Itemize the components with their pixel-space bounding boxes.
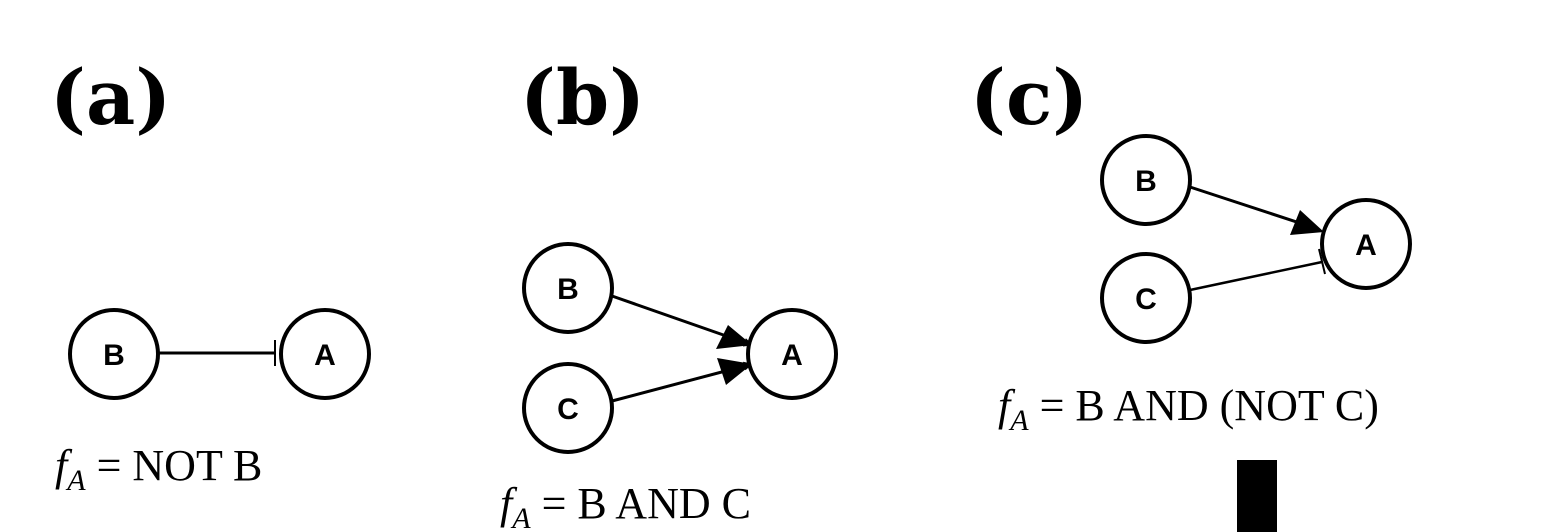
panel-c-diagram: B C A xyxy=(1100,134,1412,344)
panel-a-diagram: B A xyxy=(68,308,371,400)
node-c-a xyxy=(1320,198,1412,290)
node-b-a xyxy=(746,308,838,400)
panel-a-label: (a) xyxy=(50,53,172,142)
panel-b-diagram: B C A xyxy=(522,242,838,454)
formula-c-rhs: B AND (NOT C) xyxy=(1075,381,1379,430)
formula-a: fA = NOT B xyxy=(55,441,262,497)
formula-b: fA = B AND C xyxy=(500,479,751,532)
formula-a-sub: A xyxy=(65,464,86,497)
formula-c: fA = B AND (NOT C) xyxy=(998,381,1379,437)
edge-c-c-to-a-inhibition xyxy=(1189,260,1323,292)
node-c-a-label: A xyxy=(1355,229,1377,262)
node-c-b xyxy=(1100,134,1192,226)
formula-b-sub: A xyxy=(510,502,531,532)
edge-b-c-arrowhead xyxy=(717,358,752,385)
edge-c-inhibition-bar xyxy=(1318,248,1326,275)
panel-b-label: (b) xyxy=(520,53,646,142)
formula-b-rhs: B AND C xyxy=(577,479,751,528)
edge-c-b-arrowhead xyxy=(1290,210,1324,235)
node-c-c-label: C xyxy=(1135,283,1157,316)
node-b-a-label: A xyxy=(781,339,803,372)
formula-c-eq: = xyxy=(1029,381,1076,430)
node-a-b xyxy=(68,308,160,400)
node-b-b xyxy=(522,242,614,334)
node-b-c xyxy=(522,362,614,454)
node-a-a-label: A xyxy=(314,339,336,372)
node-c-b-label: B xyxy=(1135,165,1157,198)
formula-b-eq: = xyxy=(531,479,578,528)
node-b-c-label: C xyxy=(557,393,579,426)
node-c-c xyxy=(1100,252,1192,344)
node-a-a xyxy=(279,308,371,400)
panel-c-label: (c) xyxy=(970,53,1089,142)
end-of-proof-square xyxy=(1237,460,1277,532)
node-a-b-label: B xyxy=(103,339,125,372)
node-b-b-label: B xyxy=(557,273,579,306)
formula-a-eq: = xyxy=(86,441,133,490)
formula-c-sub: A xyxy=(1008,404,1029,437)
formula-a-rhs: NOT B xyxy=(132,441,262,490)
edge-b-b-arrowhead xyxy=(716,325,752,349)
